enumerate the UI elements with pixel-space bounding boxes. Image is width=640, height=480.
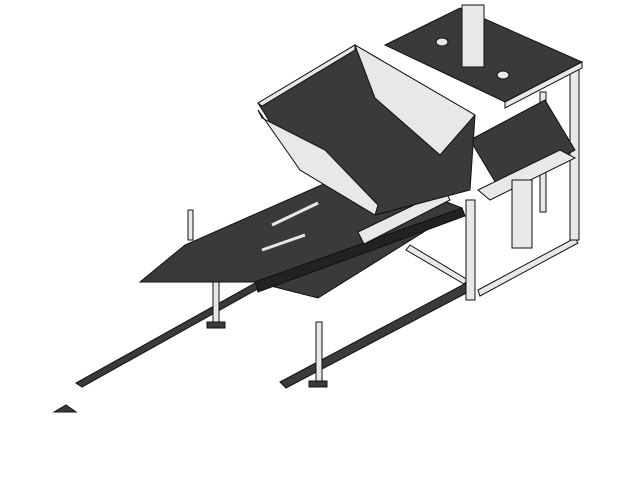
spring-2 <box>261 233 306 252</box>
leg-front-right <box>315 321 323 383</box>
rail-right <box>279 281 473 389</box>
hopper-rim-left <box>257 44 356 107</box>
conveyor-side <box>254 207 466 293</box>
guide-post <box>187 209 194 241</box>
rail-frame-lower <box>477 237 579 297</box>
rail-foot-left <box>52 404 78 413</box>
leg-foot-front-left <box>206 321 226 329</box>
cylinder-top <box>461 4 485 68</box>
bolt-1 <box>435 37 449 47</box>
frame-rails <box>52 237 579 413</box>
shelf-lower <box>477 149 577 201</box>
top-plate-edge <box>504 61 583 109</box>
hopper-front-face <box>257 109 379 216</box>
post-frame-front <box>465 199 476 301</box>
rail-back <box>405 244 469 285</box>
spring-1 <box>271 201 319 227</box>
leg-foot-front-right <box>308 380 328 388</box>
hopper <box>257 43 476 216</box>
shelf-mid <box>469 99 576 191</box>
hopper-inner-right <box>354 43 476 156</box>
bolt-2 <box>496 70 510 80</box>
leg-front-left <box>212 279 220 326</box>
cylinder-bottom <box>511 179 533 249</box>
frame-upper <box>383 4 584 249</box>
